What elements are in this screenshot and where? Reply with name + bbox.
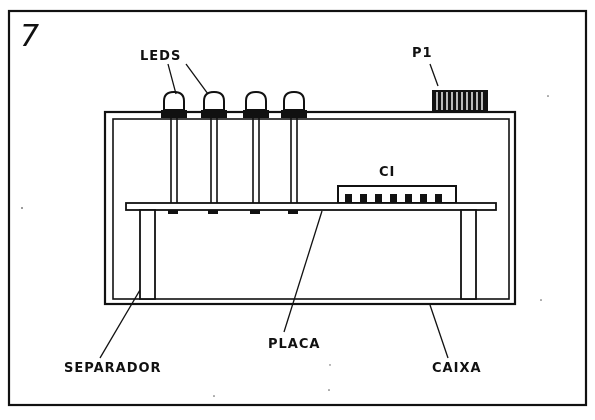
led-1: [161, 90, 187, 206]
spacer-right: [460, 209, 477, 300]
leader-caixa: [429, 304, 449, 359]
label-ci: CI: [379, 165, 395, 180]
label-placa: PLACA: [268, 337, 320, 352]
circuit-board-placa: [125, 202, 497, 214]
scan-specks: [21, 95, 549, 397]
figure-frame: [7, 9, 588, 407]
spacer-left: [139, 209, 156, 300]
label-separador: SEPARADOR: [64, 361, 162, 376]
label-leds: LEDS: [140, 49, 181, 64]
led-3: [243, 90, 269, 206]
label-p1: P1: [412, 46, 433, 61]
potentiometer-p1: [432, 90, 488, 112]
leader-leds-1: [167, 63, 177, 95]
integrated-circuit-ci: [337, 185, 457, 204]
leader-placa: [283, 210, 323, 333]
box-caixa: [103, 110, 517, 306]
led-4: [281, 90, 307, 206]
figure-number: 7: [20, 19, 39, 54]
leader-p1: [429, 63, 439, 87]
leader-separador: [99, 289, 141, 359]
label-caixa: CAIXA: [432, 361, 482, 376]
led-2: [201, 90, 227, 206]
leader-leds-2: [185, 63, 209, 95]
